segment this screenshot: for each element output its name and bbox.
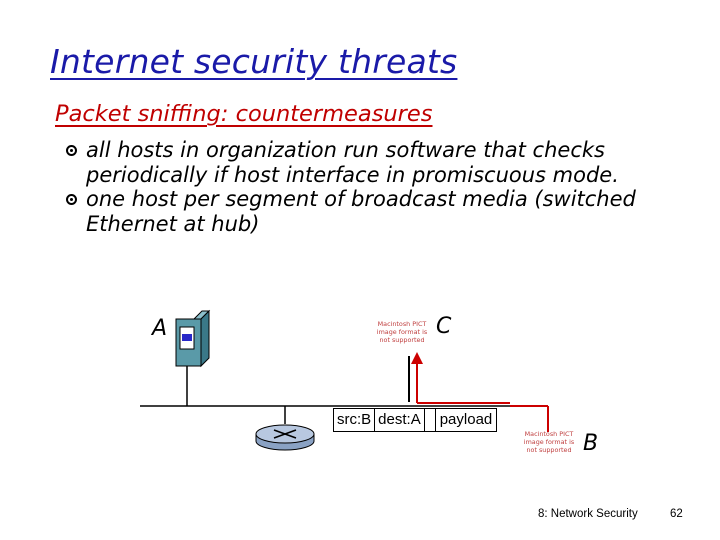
slide-title: Internet security threats: [50, 42, 458, 81]
bullet-marker-icon: [66, 145, 77, 156]
sniff-path: [408, 352, 549, 432]
bullet-text: one host per segment of broadcast media …: [86, 187, 636, 236]
bullet-list: all hosts in organization run software t…: [66, 138, 646, 236]
packet-payload-field: payload: [435, 408, 498, 432]
host-b-label: B: [583, 431, 599, 456]
host-c-label: C: [436, 314, 452, 339]
arrow-up-icon: [411, 352, 423, 364]
packet: src:B dest:A payload: [333, 408, 498, 432]
slide-subtitle: Packet sniffing: countermeasures: [55, 101, 433, 127]
footer-course: 8: Network Security: [538, 508, 638, 520]
packet-src-field: src:B: [333, 408, 376, 432]
packet-gap-field: [424, 408, 436, 432]
packet-dest-field: dest:A: [375, 408, 425, 432]
hub-icon: [255, 424, 315, 451]
host-b-image-placeholder: Macintosh PICT image format is not suppo…: [523, 430, 575, 454]
bullet-item: all hosts in organization run software t…: [66, 138, 646, 187]
bullet-item: one host per segment of broadcast media …: [66, 187, 646, 236]
host-c-image-placeholder: Macintosh PICT image format is not suppo…: [376, 320, 428, 344]
host-a-label: A: [152, 316, 168, 341]
footer-page-number: 62: [670, 508, 683, 520]
host-a-computer-icon: [175, 309, 211, 368]
bullet-text: all hosts in organization run software t…: [86, 138, 619, 187]
bullet-marker-icon: [66, 194, 77, 205]
